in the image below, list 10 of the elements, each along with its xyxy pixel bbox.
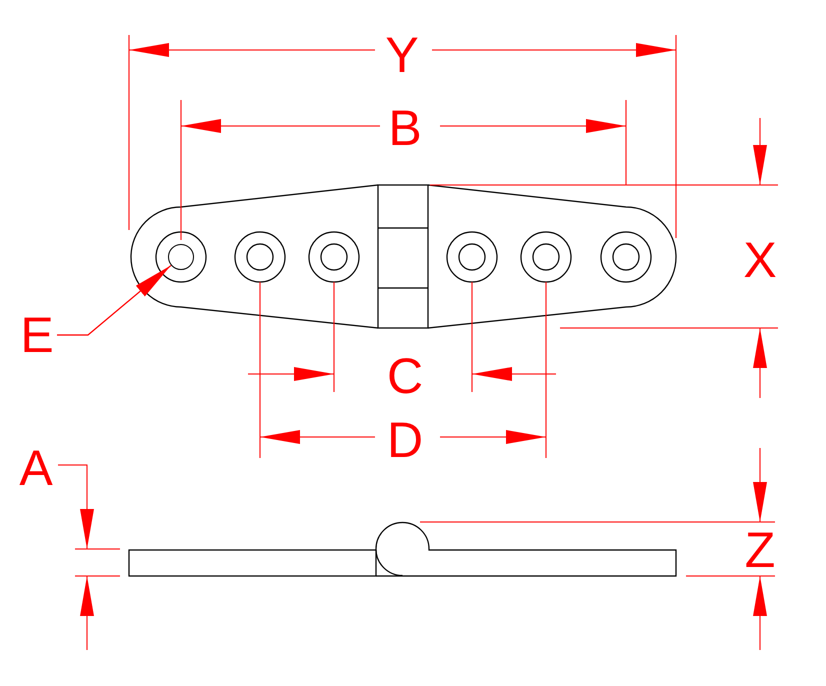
dimension-label: Z [744,525,776,575]
dimension-label: X [743,235,777,285]
dimension-label: Y [385,30,419,80]
leader-line [57,264,172,336]
dimension-label: C [386,351,424,401]
callout-letter: E [17,310,57,360]
dimension-label: D [386,415,424,465]
bolt-hole [168,244,194,270]
dimension-label: A [19,443,53,493]
dimension-label: B [388,103,422,153]
